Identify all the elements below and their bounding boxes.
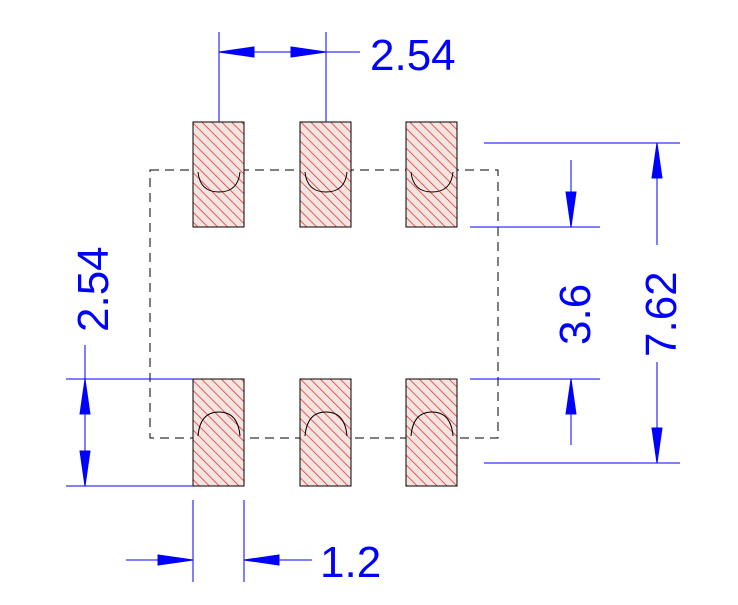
pad-1 — [192, 121, 245, 228]
pad-6 — [405, 378, 458, 487]
dim-pad-width — [126, 500, 312, 582]
dim-pad-width-label: 1.2 — [320, 538, 381, 587]
pad-2 — [299, 121, 352, 228]
dim-top-pitch-label: 2.54 — [370, 31, 456, 80]
pad-4 — [192, 378, 245, 487]
dim-overall-span-label: 7.62 — [637, 271, 686, 357]
dim-left-pitch — [66, 345, 193, 487]
dim-top-pitch — [218, 32, 360, 122]
dim-left-pitch-label: 2.54 — [69, 246, 118, 332]
dim-pad-length — [470, 160, 600, 445]
pad-5 — [299, 378, 352, 487]
dim-pad-length-label: 3.6 — [551, 284, 600, 345]
pad-3 — [405, 121, 458, 228]
dim-overall-span — [484, 142, 680, 464]
bottom-pads — [192, 378, 458, 487]
top-pads — [192, 121, 458, 228]
lead-arcs-bottom — [197, 411, 454, 437]
lead-arcs-top — [197, 171, 454, 193]
